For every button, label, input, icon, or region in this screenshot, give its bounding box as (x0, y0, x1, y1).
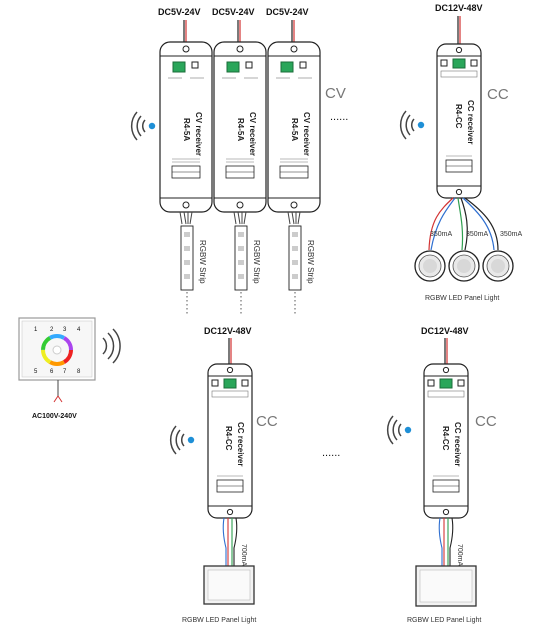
cv-receiver-2-model: R4-5A (236, 118, 245, 141)
current-label-1: 350mA (430, 231, 453, 238)
cv-mode-label: CV (325, 85, 346, 102)
cv-receiver-1-name: CV receiver (194, 112, 203, 156)
remote-button-2: 2 (50, 327, 54, 333)
current-label-2: 350mA (466, 231, 489, 238)
led-spotlight-icon (482, 250, 514, 282)
cv-supply-label-2: DC5V-24V (212, 7, 255, 17)
cc-mode-label-right: CC (475, 413, 497, 430)
remote-button-6: 6 (50, 369, 54, 375)
remote-button-1: 1 (34, 327, 38, 333)
wireless-signal-icon (399, 110, 425, 140)
panel-label-top: RGBW LED Panel Light (425, 295, 499, 302)
cc-supply-label-right: DC12V-48V (421, 326, 469, 336)
cc-mode-label-top: CC (487, 86, 509, 103)
cc-receiver-top-name: CC receiver (466, 100, 475, 144)
cv-receiver-2: CV receiver R4-5A RGBW Strip (213, 20, 267, 317)
cc-receiver-left-name: CC receiver (236, 422, 245, 466)
cv-receiver-3-model: R4-5A (290, 118, 299, 141)
rgbw-strip-1 (180, 225, 194, 317)
strip-label-1: RGBW Strip (198, 240, 207, 284)
cv-receiver-1: CV receiver R4-5A RGBW Strip (159, 20, 213, 317)
cc-supply-label-top: DC12V-48V (435, 3, 483, 13)
remote-button-4: 4 (77, 327, 81, 333)
cc-supply-label-left: DC12V-48V (204, 326, 252, 336)
cv-receiver-1-model: R4-5A (182, 118, 191, 141)
rgbw-strip-3 (288, 225, 302, 317)
wireless-signal-icon (130, 111, 156, 141)
remote-button-5: 5 (34, 369, 38, 375)
cc-ellipsis: ...... (322, 447, 340, 459)
cv-receiver-2-name: CV receiver (248, 112, 257, 156)
wireless-signal-icon (169, 425, 195, 455)
cv-receiver-3: CV receiver R4-5A RGBW Strip (267, 20, 321, 317)
cv-ellipsis: ...... (330, 111, 348, 123)
current-label-left: 700mA (240, 544, 247, 567)
panel-label-left: RGBW LED Panel Light (182, 617, 256, 624)
wireless-signal-icon (386, 415, 412, 445)
cc-receiver-right: CC receiver R4-CC (415, 338, 477, 607)
cc-receiver-left: CC receiver R4-CC (203, 338, 255, 605)
cv-supply-label-1: DC5V-24V (158, 7, 201, 17)
wireless-signal-icon (102, 328, 121, 364)
ac-supply-label: AC100V-240V (32, 413, 77, 420)
strip-label-2: RGBW Strip (252, 240, 261, 284)
remote-button-3: 3 (63, 327, 67, 333)
panel-label-right: RGBW LED Panel Light (407, 617, 481, 624)
cv-receiver-3-name: CV receiver (302, 112, 311, 156)
cc-receiver-right-name: CC receiver (453, 422, 462, 466)
cc-receiver-right-model: R4-CC (441, 426, 450, 451)
strip-label-3: RGBW Strip (306, 240, 315, 284)
remote-button-8: 8 (77, 369, 81, 375)
led-spotlight-icon (448, 250, 480, 282)
rgbw-strip-2 (234, 225, 248, 317)
cv-supply-label-3: DC5V-24V (266, 7, 309, 17)
color-wheel-icon (41, 334, 73, 366)
remote-button-7: 7 (63, 369, 67, 375)
current-label-right: 700mA (456, 544, 463, 567)
cc-receiver-left-model: R4-CC (224, 426, 233, 451)
cc-mode-label-left: CC (256, 413, 278, 430)
current-label-3: 350mA (500, 231, 523, 238)
led-spotlight-icon (414, 250, 446, 282)
wall-remote: 1 2 3 4 5 6 7 8 (18, 317, 96, 403)
cc-receiver-top-model: R4-CC (454, 104, 463, 129)
cc-receiver-top: CC receiver R4-CC (414, 16, 514, 282)
